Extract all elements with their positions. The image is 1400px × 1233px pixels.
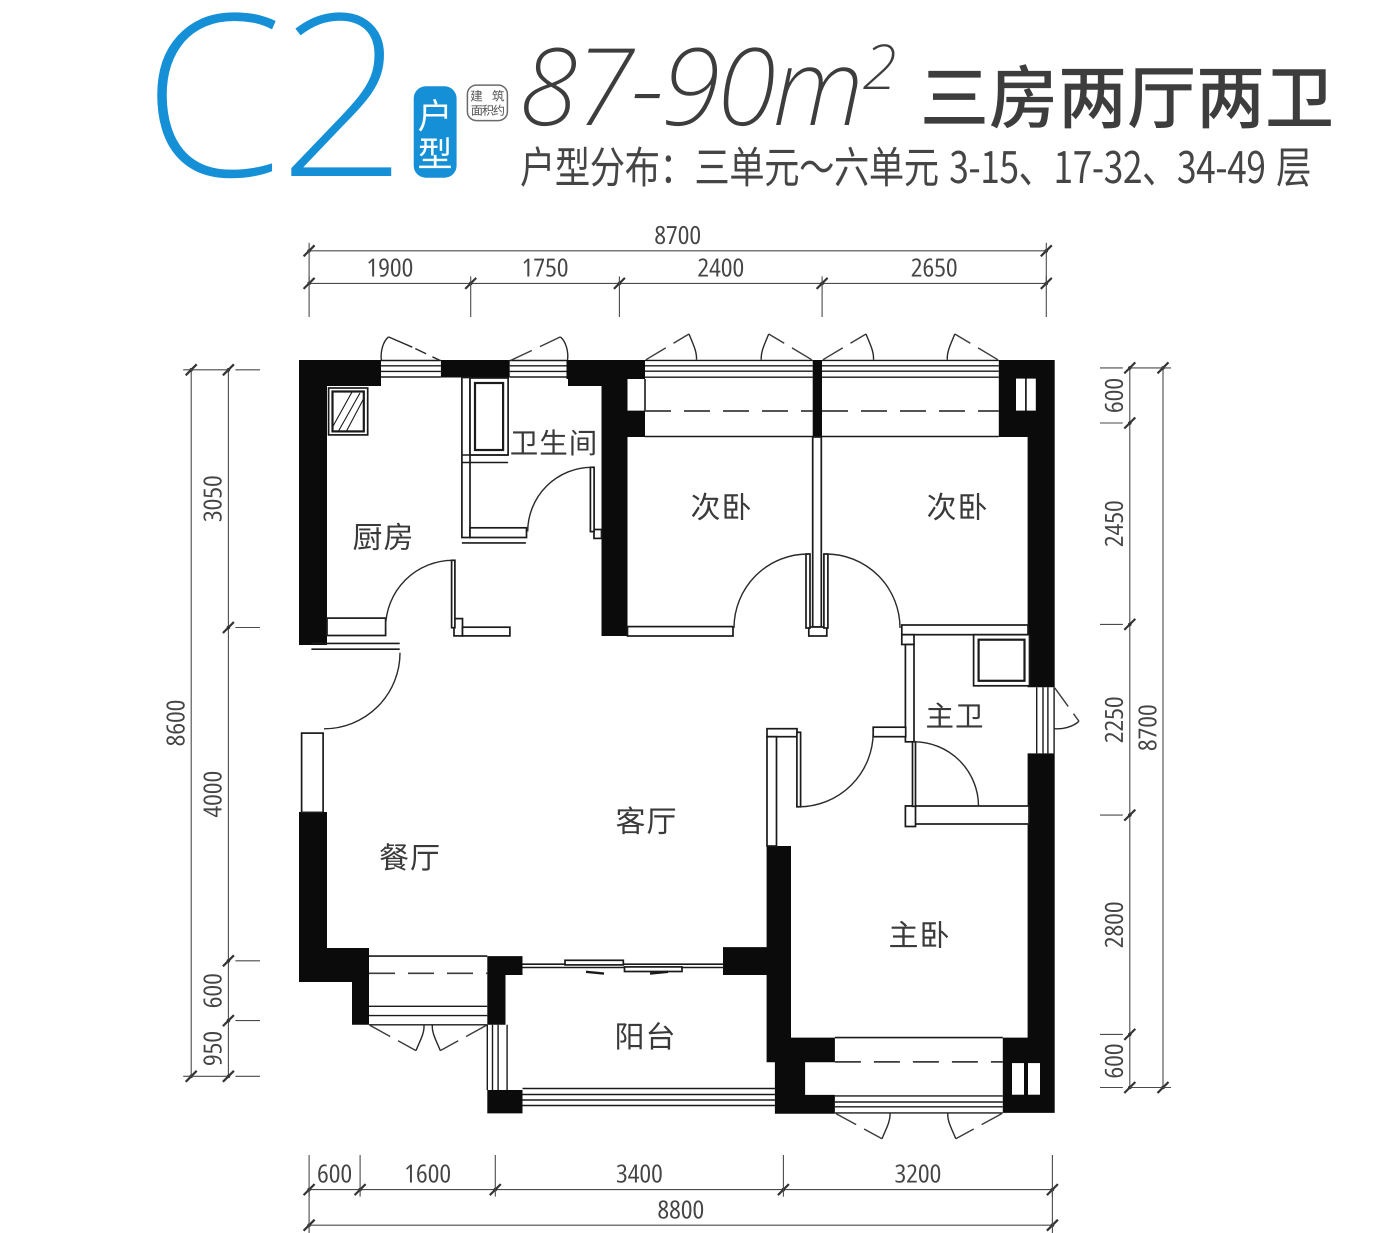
thin-walls-and-door-leaves xyxy=(300,376,1031,847)
area-badge-label xyxy=(470,89,505,116)
room-label-master-bath xyxy=(927,702,983,728)
layout-summary xyxy=(924,64,1331,129)
bay-dashed-lines xyxy=(369,410,1003,1063)
dimension-labels xyxy=(166,225,1157,1219)
room-label-master-bed xyxy=(890,920,949,949)
room-label-bedroom-3 xyxy=(927,492,987,521)
plan-code xyxy=(157,12,392,179)
interior-lines xyxy=(311,379,1003,1039)
plan-header xyxy=(157,12,1331,187)
area-value xyxy=(524,44,895,127)
casement-symbols xyxy=(369,333,1080,1140)
distribution-line xyxy=(521,146,1310,187)
room-labels xyxy=(353,429,987,1050)
plan-drawing xyxy=(299,333,1080,1140)
plan-code-tag-label xyxy=(418,98,451,169)
room-label-bathroom xyxy=(511,429,595,456)
walls-solid xyxy=(299,360,1055,1114)
door-swing-arcs xyxy=(323,466,980,808)
room-label-bedroom-2 xyxy=(691,492,751,521)
windows xyxy=(369,359,1055,1114)
room-label-living-room xyxy=(616,806,676,835)
room-label-kitchen xyxy=(353,522,412,551)
dimension-chrome xyxy=(183,242,1171,1233)
sliding-door xyxy=(564,959,683,975)
room-label-balcony xyxy=(617,1021,674,1050)
room-label-dining-room xyxy=(380,843,439,871)
